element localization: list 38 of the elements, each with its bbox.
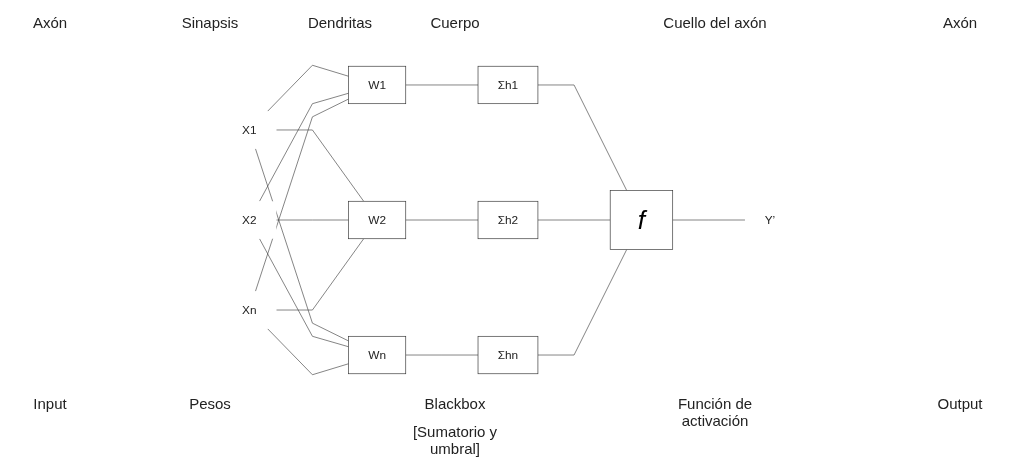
- caption-text: Axón: [31, 14, 69, 31]
- caption-text: Blackbox: [423, 395, 487, 412]
- caption-text: Cuerpo: [429, 14, 481, 31]
- caption-text: Input: [32, 395, 68, 412]
- node-text: Y’: [765, 213, 776, 227]
- node-box: Wn: [348, 335, 407, 375]
- connector: [255, 98, 350, 292]
- connector: [276, 219, 350, 221]
- node-box: W2: [348, 200, 407, 240]
- node-box: Σh2: [478, 200, 539, 240]
- node-box: Σh1: [478, 65, 539, 105]
- node-box: f: [610, 190, 674, 250]
- caption-text: Sinapsis: [180, 14, 240, 31]
- caption-text: Cuello del axón: [662, 14, 768, 31]
- connector: [259, 238, 350, 348]
- caption-text: Output: [936, 395, 984, 412]
- connector: [405, 219, 479, 221]
- connector: [405, 354, 479, 356]
- connector: [537, 249, 628, 356]
- caption-text: Pesos: [188, 395, 232, 412]
- caption-text: Dendritas: [306, 14, 374, 31]
- connector: [255, 148, 350, 342]
- connector: [537, 219, 611, 221]
- connector: [672, 219, 746, 221]
- node-box: W1: [348, 65, 407, 105]
- connector: [267, 328, 350, 376]
- caption-text: Función de activación: [676, 395, 754, 429]
- connector: [405, 84, 479, 86]
- connector: [267, 64, 350, 112]
- node-text: X1: [242, 123, 257, 137]
- connector: [276, 238, 365, 311]
- caption-text: Axón: [941, 14, 979, 31]
- node-box: Σhn: [478, 335, 539, 375]
- connector: [537, 84, 628, 191]
- node-text: Xn: [242, 303, 257, 317]
- connector: [259, 92, 350, 202]
- caption-text: [Sumatorio y umbral]: [411, 423, 499, 457]
- connector: [276, 129, 365, 202]
